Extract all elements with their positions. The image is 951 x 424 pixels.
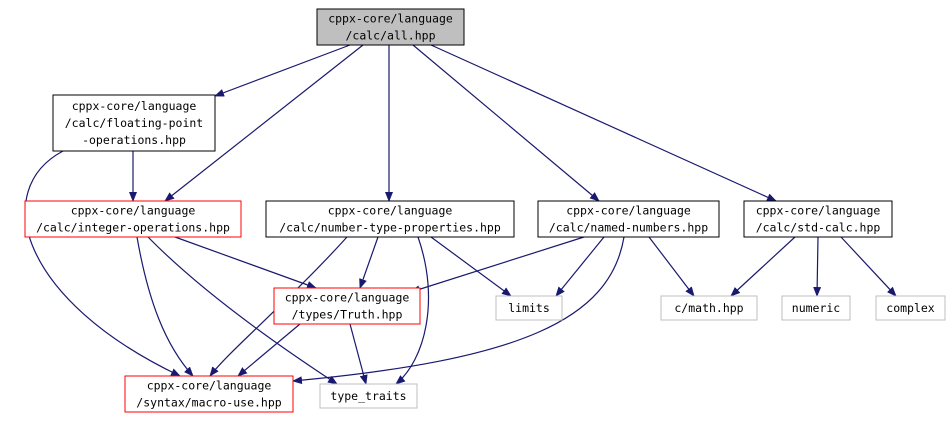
node-label: cppx-core/language	[566, 204, 691, 218]
edge-all-named	[412, 44, 600, 202]
node-complex: complex	[875, 295, 946, 321]
node-label: /calc/number-type-properties.hpp	[279, 221, 501, 235]
node-label: cppx-core/language	[756, 204, 881, 218]
node-label: c/math.hpp	[674, 301, 743, 315]
node-all[interactable]: cppx-core/language/calc/all.hpp	[316, 8, 465, 46]
node-box	[265, 200, 515, 238]
edge-all-fp	[214, 44, 351, 97]
edge-ntp-traits	[395, 236, 430, 385]
node-truth[interactable]: cppx-core/language/types/Truth.hpp	[273, 287, 421, 325]
edge-ntp-truth	[359, 236, 379, 289]
edge-std-numeric	[813, 236, 822, 297]
node-box	[24, 200, 242, 238]
node-box	[52, 94, 216, 152]
node-std[interactable]: cppx-core/language/calc/std-calc.hpp	[743, 200, 893, 238]
node-traits: type_traits	[319, 383, 418, 409]
edge-named-macro	[292, 236, 625, 385]
node-box	[319, 383, 418, 409]
edge-named-limits	[555, 236, 605, 297]
edge-ntp-limits	[430, 236, 512, 297]
node-label: /calc/floating-point	[65, 116, 203, 130]
node-named[interactable]: cppx-core/language/calc/named-numbers.hp…	[537, 200, 720, 238]
node-label: complex	[886, 301, 935, 315]
node-int[interactable]: cppx-core/language/calc/integer-operatio…	[24, 200, 242, 238]
node-box	[743, 200, 893, 238]
node-label: cppx-core/language	[147, 379, 272, 393]
node-box	[495, 295, 563, 321]
node-limits: limits	[495, 295, 563, 321]
edge-std-complex	[840, 236, 897, 297]
node-label: cppx-core/language	[72, 99, 197, 113]
node-box	[781, 295, 851, 321]
edge-fp-macro	[24, 150, 181, 377]
edge-int-macro	[136, 236, 194, 377]
node-box	[875, 295, 946, 321]
node-label: limits	[508, 301, 550, 315]
edge-truth-traits	[349, 323, 368, 385]
node-macro[interactable]: cppx-core/language/syntax/macro-use.hpp	[124, 375, 294, 413]
node-box	[660, 295, 758, 321]
edge-ntp-macro	[209, 236, 348, 377]
edge-all-int	[164, 44, 364, 202]
node-label: /calc/std-calc.hpp	[756, 221, 881, 235]
edge-int-truth	[174, 236, 317, 289]
node-label: type_traits	[330, 389, 406, 403]
node-fp[interactable]: cppx-core/language/calc/floating-point -o…	[52, 94, 216, 152]
node-label: cppx-core/language	[71, 204, 196, 218]
node-box	[124, 375, 294, 413]
nodes: cppx-core/language/calc/all.hppcppx-core…	[24, 8, 946, 413]
edge-named-truth	[410, 236, 585, 294]
node-box	[316, 8, 465, 46]
node-numeric: numeric	[781, 295, 851, 321]
edge-std-cmath	[730, 236, 796, 297]
node-label: /calc/named-numbers.hpp	[549, 221, 708, 235]
node-label: cppx-core/language	[328, 12, 453, 26]
node-label: /calc/integer-operations.hpp	[36, 221, 230, 235]
edge-named-cmath	[648, 236, 695, 297]
edge-all-std	[430, 44, 777, 202]
node-box	[273, 287, 421, 325]
edges	[24, 44, 897, 385]
node-box	[537, 200, 720, 238]
node-ntp[interactable]: cppx-core/language/calc/number-type-prop…	[265, 200, 515, 238]
edge-truth-macro	[237, 323, 301, 377]
node-label: /calc/all.hpp	[345, 29, 435, 43]
node-label: /syntax/macro-use.hpp	[136, 396, 281, 410]
node-label: numeric	[792, 301, 840, 315]
edge-int-traits	[147, 236, 338, 385]
node-label: -operations.hpp	[82, 133, 186, 147]
node-cmath: c/math.hpp	[660, 295, 758, 321]
node-label: cppx-core/language	[285, 291, 410, 305]
node-label: cppx-core/language	[328, 204, 453, 218]
node-label: /types/Truth.hpp	[292, 308, 403, 322]
